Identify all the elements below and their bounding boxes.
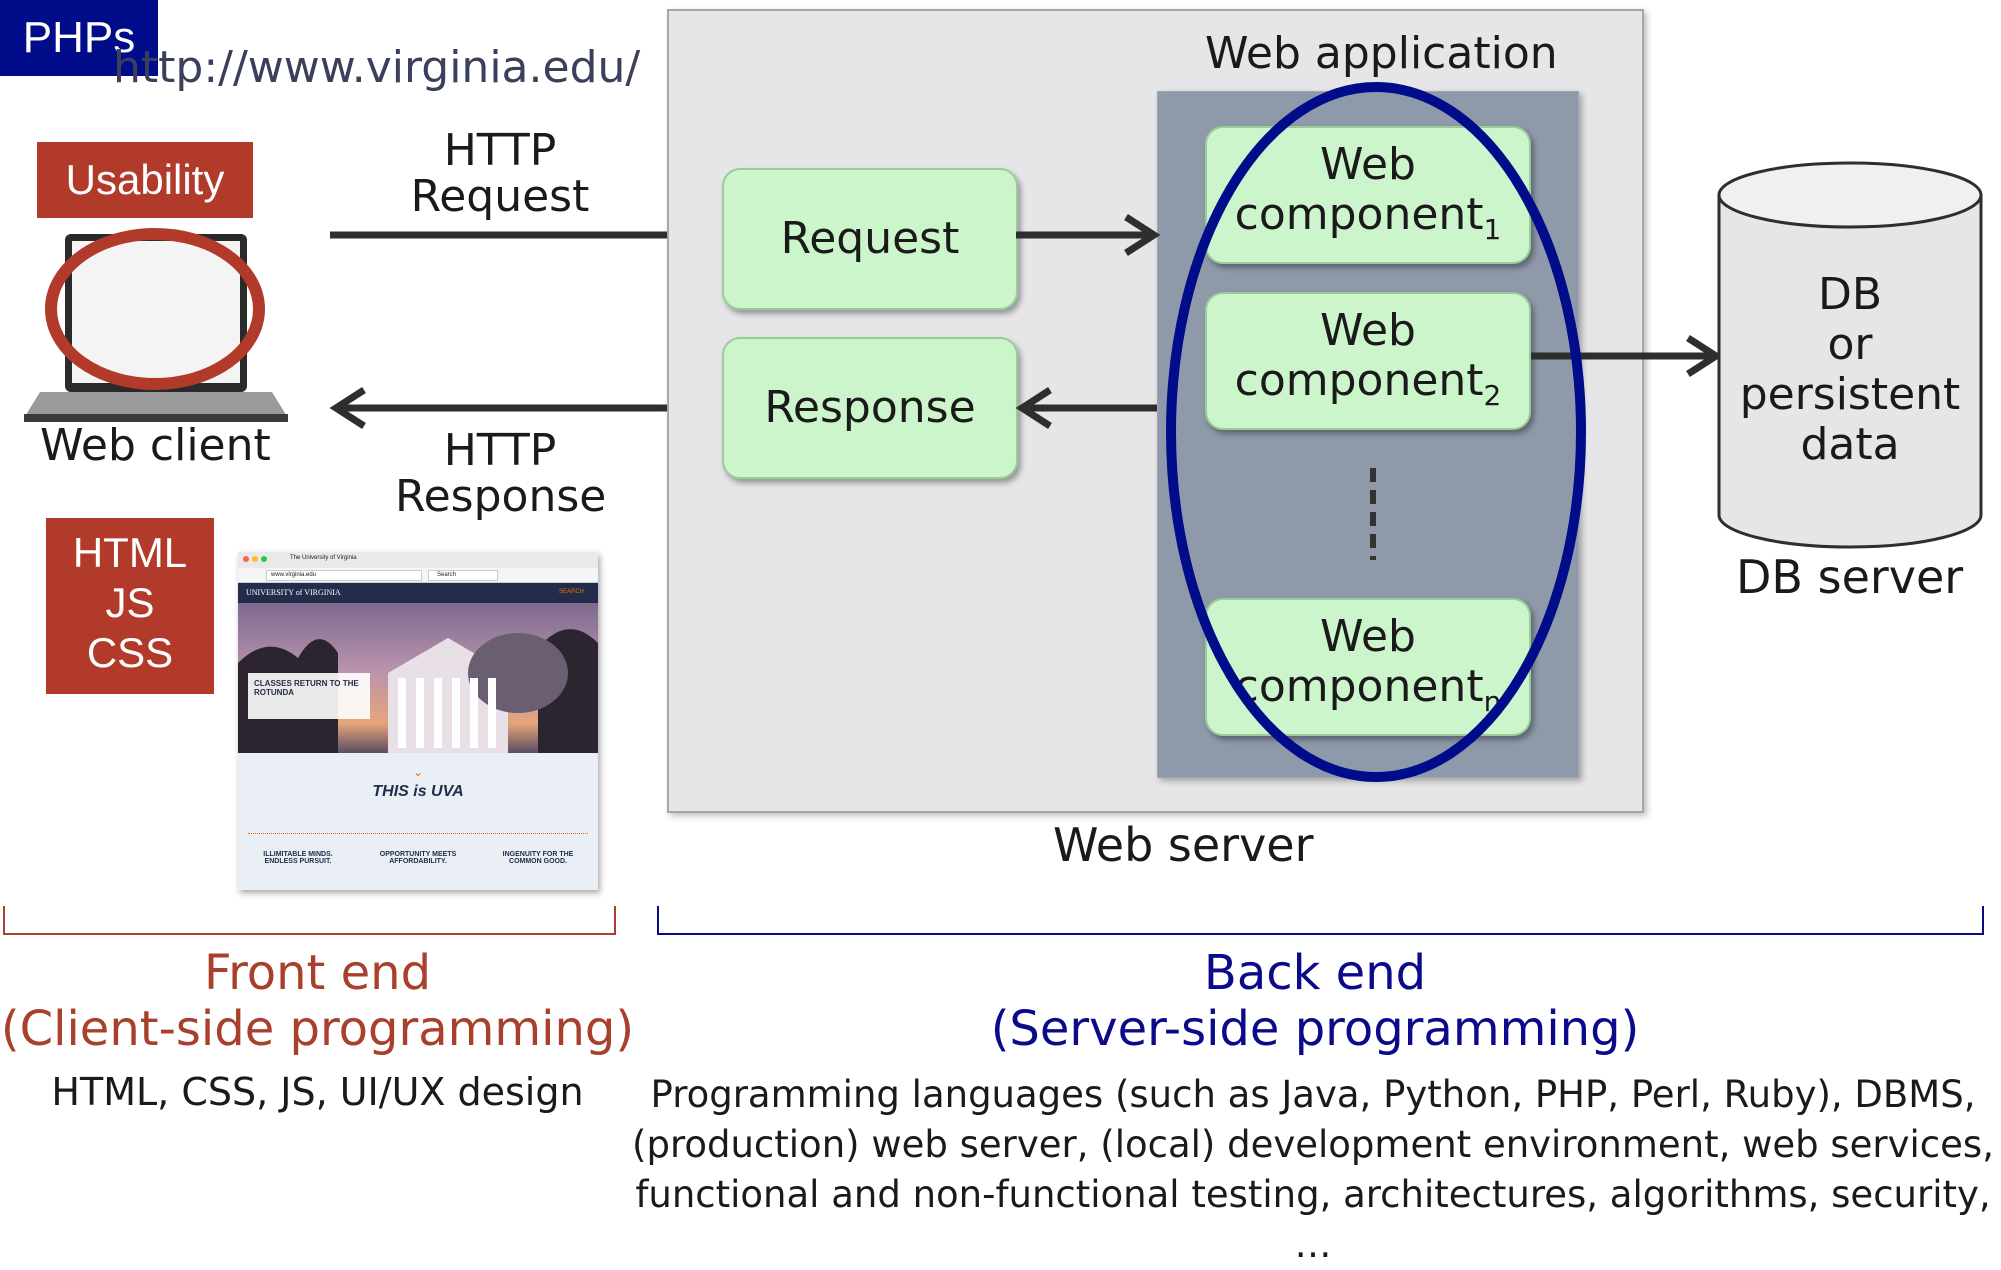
client-tech-tag: HTML JS CSS <box>46 518 214 694</box>
http-request-label: HTTP Request <box>400 128 600 220</box>
chevron-down-icon: ⌄ <box>412 765 424 779</box>
db-line: or <box>1827 319 1873 370</box>
front-end-title: Front end <box>203 945 432 1001</box>
db-line: persistent <box>1739 369 1961 420</box>
back-end-bracket <box>657 906 1984 935</box>
web-server-label: Web server <box>1053 818 1314 872</box>
site-body: ⌄ THIS is UVA ILLIMITABLE MINDS. ENDLESS… <box>238 753 598 890</box>
back-end-subtitle: (Server-side programming) <box>990 1001 1640 1057</box>
database-icon <box>1717 161 1983 549</box>
front-end-heading: Front end (Client-side programming) <box>0 945 635 1057</box>
app-to-response-arrow <box>1015 387 1157 429</box>
client-url: http://www.virginia.edu/ <box>113 42 641 93</box>
component-subscript: 2 <box>1483 378 1502 412</box>
search-bar: Search <box>428 570 498 581</box>
http-response-line1: HTTP <box>443 425 557 476</box>
hero-headline: CLASSES RETURN TO THE ROTUNDA <box>248 673 370 719</box>
browser-screenshot: The University of Virginia www.virginia.… <box>238 552 598 890</box>
component-word: Web <box>1320 611 1416 662</box>
site-column-1: ILLIMITABLE MINDS. ENDLESS PURSUIT. <box>263 851 333 865</box>
web-client-label: Web client <box>40 420 271 471</box>
response-box: Response <box>722 337 1018 479</box>
http-response-label: HTTP Response <box>395 425 607 522</box>
hero-image: CLASSES RETURN TO THE ROTUNDA <box>238 603 598 753</box>
http-request-line2: Request <box>410 171 590 222</box>
db-server-label: DB server <box>1736 550 1964 604</box>
front-end-bracket <box>3 906 616 935</box>
phps-tag: PHPs <box>0 0 158 76</box>
tech-js: JS <box>105 579 155 626</box>
browser-tab: The University of Virginia <box>290 555 357 561</box>
usability-ellipse <box>45 228 265 390</box>
browser-tabbar: The University of Virginia <box>238 552 598 568</box>
web-component-1: Web component1 <box>1205 126 1531 264</box>
tech-css: CSS <box>86 629 174 676</box>
site-header: UNIVERSITY of VIRGINIA SEARCH <box>238 583 598 603</box>
component-label: component1 <box>1207 190 1529 255</box>
request-to-app-arrow <box>1016 214 1161 256</box>
site-tagline: THIS is UVA <box>372 783 464 800</box>
front-end-description: HTML, CSS, JS, UI/UX design <box>51 1070 584 1114</box>
web-component-n: Web componentn <box>1205 598 1531 736</box>
maximize-dot-icon <box>261 556 267 562</box>
server-arrows <box>3 82 1984 935</box>
component-label: component2 <box>1207 356 1529 421</box>
usability-tag: Usability <box>37 142 253 218</box>
web-components-ellipse <box>1166 82 1586 782</box>
close-dot-icon <box>243 556 249 562</box>
tech-html: HTML <box>72 529 188 576</box>
db-content-label: DB or persistent data <box>1720 270 1980 470</box>
component-to-db-arrow <box>1531 335 1723 377</box>
browser-toolbar: www.virginia.edu Search <box>238 568 598 583</box>
divider <box>248 833 588 834</box>
component-text: component <box>1234 189 1484 240</box>
request-box: Request <box>722 168 1018 310</box>
back-end-description: Programming languages (such as Java, Pyt… <box>632 1073 1994 1266</box>
site-column-3: INGENUITY FOR THE COMMON GOOD. <box>502 851 574 865</box>
diagram-shapes <box>24 214 723 429</box>
db-line: DB <box>1817 269 1883 320</box>
address-bar: www.virginia.edu <box>266 570 422 581</box>
http-response-arrow <box>329 387 722 429</box>
component-word: Web <box>1320 139 1416 190</box>
web-component-2: Web component2 <box>1205 292 1531 430</box>
front-end-subtitle: (Client-side programming) <box>0 1001 635 1057</box>
back-end-title: Back end <box>1203 945 1427 1001</box>
component-text: component <box>1234 355 1484 406</box>
minimize-dot-icon <box>252 556 258 562</box>
component-subscript: 1 <box>1483 212 1502 246</box>
component-word: Web <box>1320 305 1416 356</box>
db-line: data <box>1800 419 1900 470</box>
laptop-icon <box>24 234 288 422</box>
web-application-title: Web application <box>1205 28 1558 79</box>
component-text: component <box>1234 661 1484 712</box>
site-brand: UNIVERSITY of VIRGINIA <box>246 588 341 597</box>
site-column-2: OPPORTUNITY MEETS AFFORDABILITY. <box>379 851 457 865</box>
http-response-line2: Response <box>395 471 607 522</box>
http-request-line1: HTTP <box>443 125 557 176</box>
back-end-heading: Back end (Server-side programming) <box>660 945 1970 1057</box>
site-search-link: SEARCH <box>558 589 584 595</box>
